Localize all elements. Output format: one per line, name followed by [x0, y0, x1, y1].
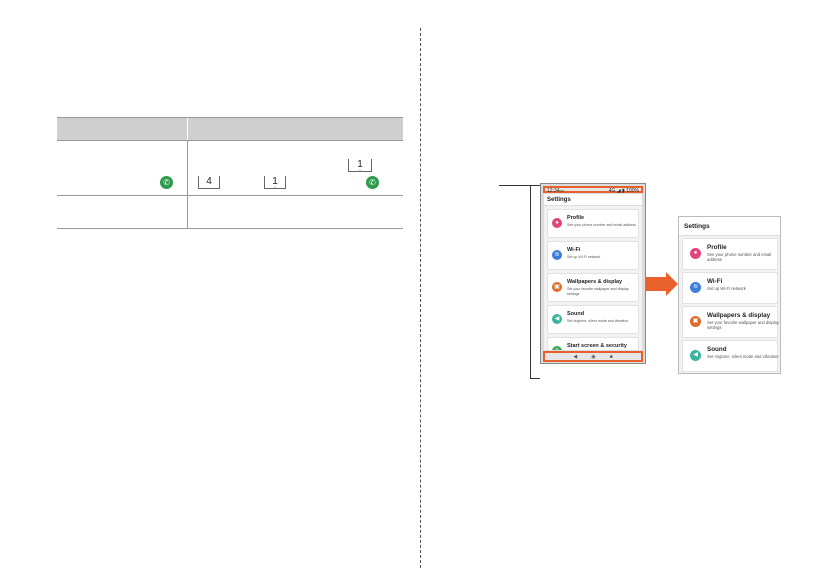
- callout-line: [499, 185, 540, 186]
- recent-apps-icon[interactable]: ■: [609, 353, 613, 360]
- table-header-cell-1: [57, 118, 188, 140]
- settings-item-title: Profile: [567, 215, 585, 221]
- sound-icon: ◀: [552, 314, 562, 324]
- call-icon: ✆: [160, 176, 173, 189]
- settings-item-title: Wallpapers & display: [567, 279, 623, 285]
- status-bar: 12:34PM 4G ◢ ▮ 100%: [543, 186, 643, 194]
- settings-title: Settings: [544, 194, 642, 206]
- home-icon[interactable]: ◉: [591, 353, 596, 360]
- table-header: [57, 117, 403, 141]
- settings-item-description: Set ringtone, silent mode and vibration: [567, 319, 629, 323]
- settings-item-description: Set ringtone, silent mode and vibration: [707, 354, 779, 359]
- settings-item-description: Set up Wi-Fi network: [567, 255, 601, 259]
- sound-icon: ◀: [690, 350, 701, 361]
- settings-item-description: See your phone number and email address: [707, 252, 772, 262]
- call-icon: ✆: [366, 176, 379, 189]
- key-4-icon: 4: [198, 176, 220, 189]
- table-cell: [57, 196, 188, 228]
- settings-item-title: Profile: [707, 244, 727, 251]
- back-icon[interactable]: ◀: [573, 353, 578, 360]
- table-cell: ✆: [57, 141, 188, 195]
- callout-line: [530, 378, 540, 379]
- person-icon: ●: [552, 218, 562, 228]
- settings-title: Settings: [679, 217, 780, 236]
- display-icon: ▣: [552, 282, 562, 292]
- key-1b-label: 1: [272, 176, 278, 187]
- key-1b-sub: ∞: [273, 185, 277, 189]
- callout-line: [530, 185, 531, 378]
- key-1-sub: ∞: [358, 168, 362, 172]
- settings-item-title: Wi-Fi: [567, 247, 581, 253]
- column-divider: [420, 28, 421, 568]
- settings-item-description: Set your favorite wallpaper and display …: [707, 320, 779, 330]
- settings-item-title: Wi-Fi: [707, 278, 723, 285]
- wifi-icon: ≋: [552, 250, 562, 260]
- lock-screen-icon: ▯: [552, 346, 562, 350]
- key-1-icon: 1 ∞: [348, 159, 372, 172]
- settings-item-description: Set your favorite wallpaper and display …: [567, 287, 629, 296]
- display-icon: ▣: [690, 316, 701, 327]
- table-row: [57, 196, 403, 229]
- wifi-icon: ≋: [690, 282, 701, 293]
- settings-item-title: Sound: [567, 311, 585, 317]
- settings-item-description: See your phone number and email address: [567, 223, 636, 227]
- settings-item-title: Wallpapers & display: [707, 312, 771, 319]
- settings-item-title: Start screen & security: [567, 343, 627, 349]
- instruction-table: ✆ 1 ∞ 4 1 ∞ ✆: [57, 117, 403, 229]
- table-cell: [188, 196, 403, 228]
- arrow-right-icon: [646, 272, 678, 296]
- status-time: 12:34PM: [547, 188, 565, 194]
- settings-item[interactable]: ▯Start screen & securityChange clock dis…: [547, 337, 639, 350]
- key-4-label: 4: [206, 176, 212, 187]
- person-icon: ●: [690, 248, 701, 259]
- table-cell: 1 ∞ 4 1 ∞ ✆: [188, 141, 403, 195]
- navigation-bar: ◀ ◉ ■: [543, 351, 643, 362]
- key-1b-icon: 1 ∞: [264, 176, 286, 189]
- table-row: ✆ 1 ∞ 4 1 ∞ ✆: [57, 141, 403, 196]
- key-1-label: 1: [357, 159, 363, 170]
- status-indicators: 4G ◢ ▮ 100%: [608, 188, 639, 194]
- settings-item-title: Sound: [707, 346, 727, 353]
- settings-item-description: Set up Wi-Fi network: [707, 286, 746, 291]
